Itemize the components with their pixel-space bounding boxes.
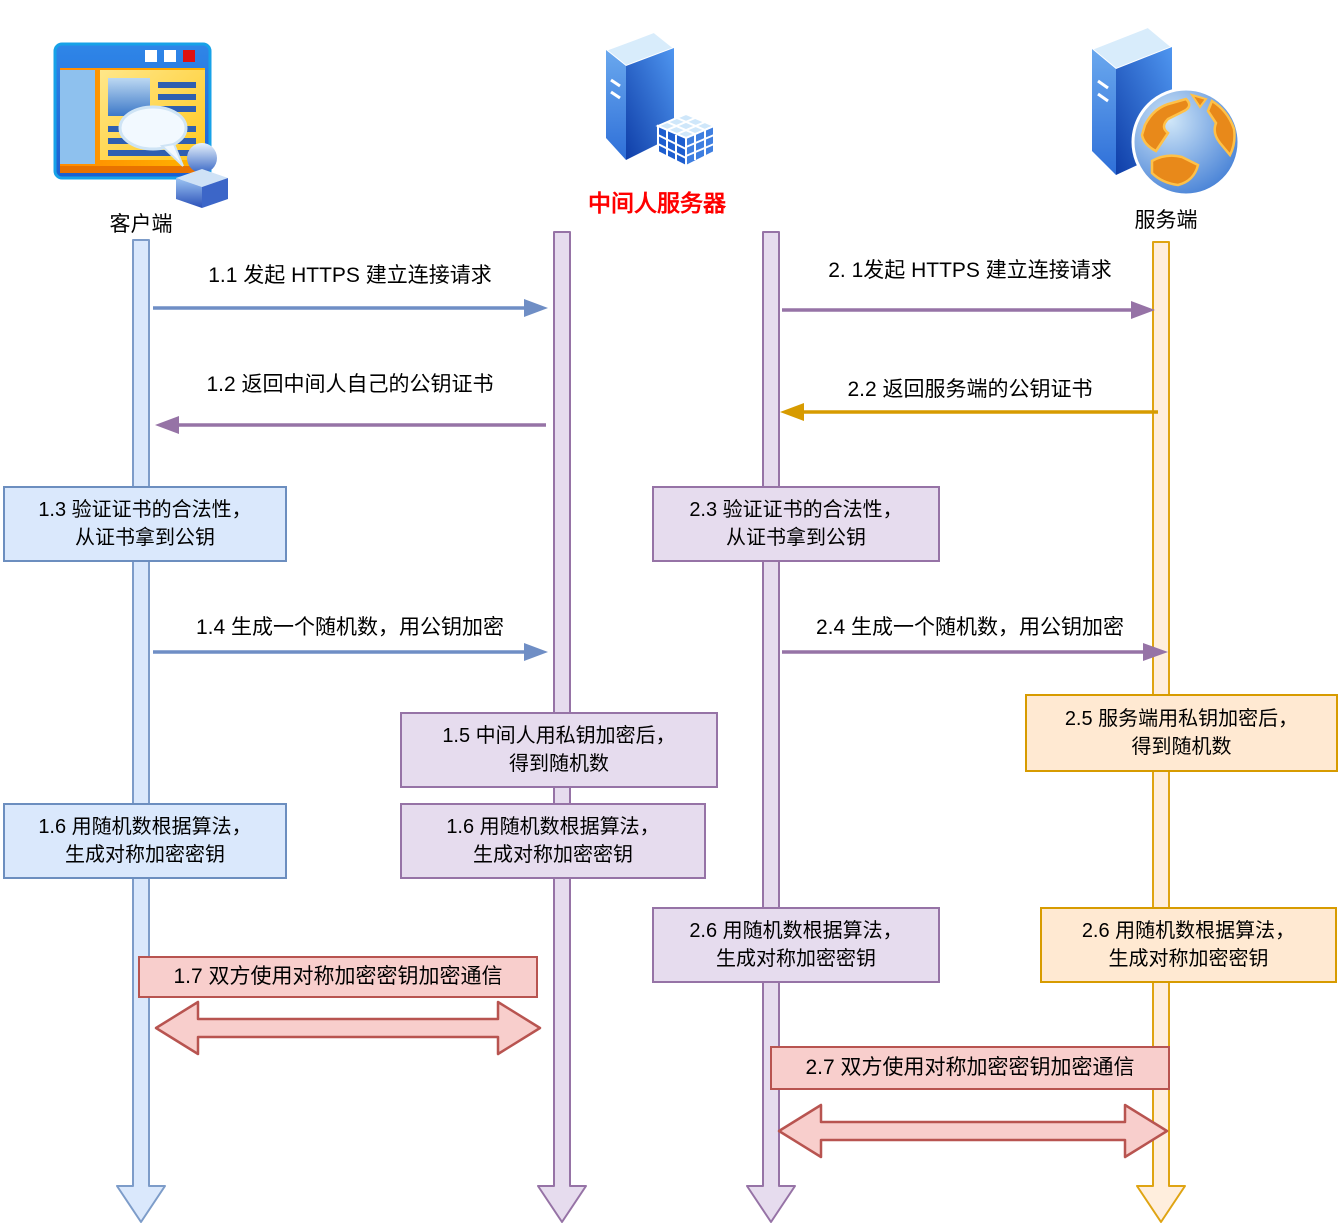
process-box-text: 得到随机数 (1131, 736, 1232, 758)
process-box-text: 得到随机数 (509, 753, 609, 775)
actor-label-client: 客户端 (109, 213, 173, 236)
process-box-2-6-server: 2.6 用随机数根据算法， 生成对称加密密钥 (1040, 907, 1337, 983)
process-box-text: 1.6 用随机数根据算法， (446, 816, 660, 838)
process-box-2-5: 2.5 服务端用私钥加密后， 得到随机数 (1025, 694, 1338, 772)
message-arrow-2-2 (780, 403, 1158, 421)
double-arrow-1-7 (154, 1000, 542, 1056)
process-box-1-6-mitm: 1.6 用随机数根据算法， 生成对称加密密钥 (400, 803, 706, 879)
process-box-text: 1.6 用随机数根据算法， (38, 816, 252, 838)
process-box-text: 2.7 双方使用对称加密密钥加密通信 (805, 1056, 1135, 1080)
process-box-text: 2.3 验证证书的合法性， (689, 499, 903, 521)
process-box-1-3: 1.3 验证证书的合法性， 从证书拿到公钥 (3, 486, 287, 562)
actor-label-mitm: 中间人服务器 (588, 190, 726, 216)
process-box-text: 生成对称加密密钥 (716, 948, 876, 970)
message-arrow-1-4 (153, 643, 548, 661)
process-box-text: 1.3 验证证书的合法性， (38, 499, 252, 521)
server-globe-icon (1082, 15, 1242, 200)
message-arrow-2-4 (782, 643, 1168, 661)
message-label-1-4: 1.4 生成一个随机数，用公钥加密 (195, 616, 505, 639)
process-box-2-7: 2.7 双方使用对称加密密钥加密通信 (770, 1046, 1170, 1090)
message-label-2-2: 2.2 返回服务端的公钥证书 (847, 378, 1093, 401)
mitm-server-icon (598, 22, 723, 177)
process-box-text: 生成对称加密密钥 (1108, 948, 1269, 970)
message-label-1-2: 1.2 返回中间人自己的公钥证书 (206, 373, 494, 396)
double-arrow-2-7 (777, 1103, 1169, 1159)
process-box-1-6-client: 1.6 用随机数根据算法， 生成对称加密密钥 (3, 803, 287, 879)
message-label-2-4: 2.4 生成一个随机数，用公钥加密 (815, 616, 1125, 639)
process-box-text: 1.5 中间人用私钥加密后， (442, 725, 676, 747)
process-box-text: 1.7 双方使用对称加密密钥加密通信 (173, 965, 503, 989)
message-label-2-1: 2. 1发起 HTTPS 建立连接请求 (828, 259, 1112, 282)
client-lifeline (116, 239, 166, 1223)
process-box-text: 2.6 用随机数根据算法， (1081, 920, 1296, 942)
process-box-text: 生成对称加密密钥 (65, 844, 225, 866)
process-box-text: 生成对称加密密钥 (473, 844, 633, 866)
process-box-text: 2.6 用随机数根据算法， (689, 920, 903, 942)
process-box-2-3: 2.3 验证证书的合法性， 从证书拿到公钥 (652, 486, 940, 562)
process-box-2-6-mitm: 2.6 用随机数根据算法， 生成对称加密密钥 (652, 907, 940, 983)
message-label-1-1: 1.1 发起 HTTPS 建立连接请求 (208, 264, 492, 287)
process-box-1-7: 1.7 双方使用对称加密密钥加密通信 (138, 956, 538, 998)
message-arrow-1-2 (155, 416, 546, 434)
actor-label-server: 服务端 (1134, 209, 1198, 232)
message-arrow-1-1 (153, 299, 548, 317)
message-arrow-2-1 (782, 301, 1155, 319)
mitm-right-lifeline (746, 231, 796, 1223)
client-browser-icon (50, 36, 240, 208)
process-box-text: 2.5 服务端用私钥加密后， (1064, 708, 1299, 730)
process-box-text: 从证书拿到公钥 (726, 527, 866, 549)
process-box-1-5: 1.5 中间人用私钥加密后， 得到随机数 (400, 712, 718, 788)
process-box-text: 从证书拿到公钥 (75, 527, 215, 549)
